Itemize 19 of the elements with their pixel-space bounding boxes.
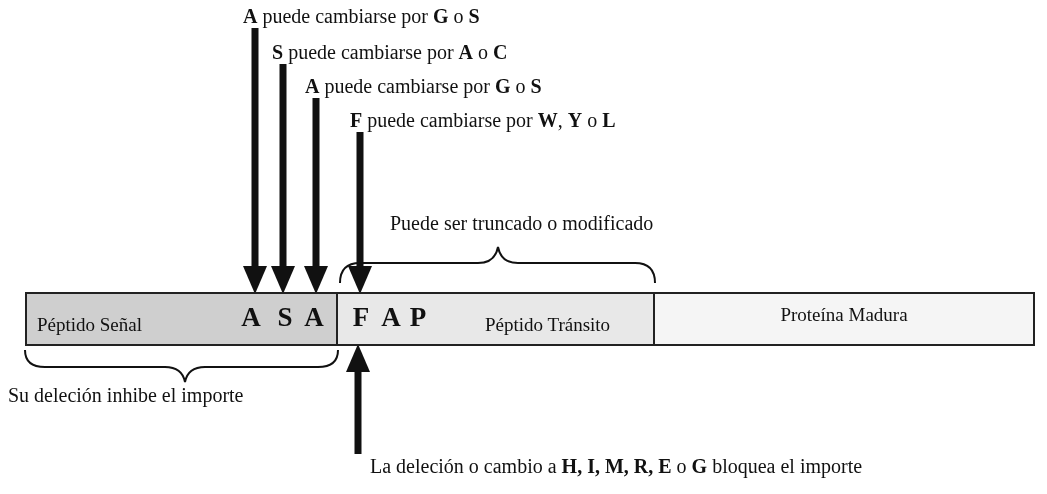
- sequence-segment: [653, 292, 1035, 346]
- brace-label: Puede ser truncado o modificado: [390, 211, 654, 235]
- residue-letter: A: [300, 294, 328, 344]
- residue-letter: A: [237, 294, 265, 344]
- residue-letter: F: [349, 294, 373, 344]
- segment-label: Péptido Tránsito: [485, 314, 611, 336]
- residue-letter: A: [378, 294, 404, 344]
- annotation-text: F puede cambiarse por W, Y o L: [350, 108, 616, 132]
- residue-letter: S: [272, 294, 298, 344]
- brace-label: Su deleción inhibe el importe: [8, 383, 244, 407]
- sequence-segment: [25, 292, 338, 346]
- annotation-text: La deleción o cambio a H, I, M, R, E o G bloquea el importe: [350, 454, 863, 478]
- segment-label: Proteína Madura: [780, 304, 908, 326]
- annotation-text: A puede cambiarse por G o S: [305, 74, 542, 98]
- residue-letter: P: [406, 294, 430, 344]
- annotation-text: S puede cambiarse por A o C: [272, 40, 508, 64]
- annotation-text: A puede cambiarse por G o S: [243, 4, 480, 28]
- segment-label: Péptido Señal: [37, 314, 143, 336]
- sequence-segment: [336, 292, 655, 346]
